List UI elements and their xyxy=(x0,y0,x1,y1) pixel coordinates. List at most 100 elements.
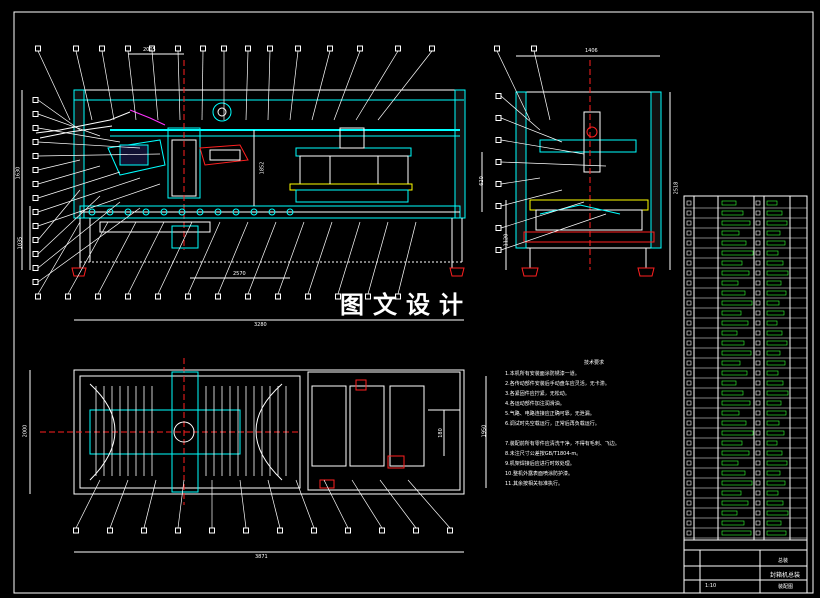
leader-line xyxy=(500,201,585,229)
dim-front-overall: 3280 xyxy=(254,322,267,328)
bom-row-number xyxy=(686,330,692,336)
bom-row-qty xyxy=(755,380,761,386)
bom-row-qty xyxy=(755,440,761,446)
leader-line xyxy=(75,479,101,529)
bom-row-name xyxy=(721,480,753,486)
balloon-marker xyxy=(32,97,39,103)
note-line: 2.各传动部件安装后手动盘车应灵活，无卡滞。 xyxy=(505,381,610,387)
balloon-marker xyxy=(495,247,502,253)
leader-line xyxy=(67,221,109,295)
leader-line xyxy=(177,50,181,121)
balloon-marker xyxy=(215,293,221,300)
balloon-marker xyxy=(395,45,401,52)
leader-line xyxy=(157,221,193,295)
bom-row-material xyxy=(766,340,788,346)
leader-line xyxy=(37,127,121,143)
bom-row-qty xyxy=(755,480,761,486)
leader-line xyxy=(289,50,299,121)
balloon-marker xyxy=(245,45,251,52)
bom-row-material xyxy=(766,410,787,416)
bom-row-name xyxy=(721,500,749,506)
balloon-marker xyxy=(345,527,351,534)
leader-line xyxy=(37,221,81,295)
bom-row-number xyxy=(686,340,692,346)
bom-row-material xyxy=(766,280,782,286)
balloon-marker xyxy=(495,225,502,231)
title-block xyxy=(683,195,808,594)
balloon-marker xyxy=(327,45,333,52)
bom-row-qty xyxy=(755,260,761,266)
balloon-marker xyxy=(277,527,283,534)
note-line: 7.装配前所有零件应清洗干净，不得有毛刺、飞边。 xyxy=(505,441,620,447)
bom-row-name xyxy=(721,240,747,246)
bom-row-material xyxy=(766,430,785,436)
bom-row-number xyxy=(686,420,692,426)
leader-line xyxy=(379,479,417,529)
leader-line xyxy=(109,479,129,529)
balloon-marker xyxy=(32,209,39,215)
leader-line xyxy=(500,177,541,185)
leader-line xyxy=(37,177,141,213)
note-line: 10.整机外露表面喷涂防护漆。 xyxy=(505,471,573,477)
bom-row-name xyxy=(721,440,743,446)
bom-row-qty xyxy=(755,520,761,526)
leader-line xyxy=(37,153,161,157)
leader-line xyxy=(323,479,349,529)
balloon-marker xyxy=(185,293,191,300)
balloon-marker xyxy=(379,527,385,534)
balloon-marker xyxy=(200,45,206,52)
front-view xyxy=(21,53,483,321)
leader-line xyxy=(177,479,185,529)
bom-row-qty xyxy=(755,350,761,356)
bom-row-material xyxy=(766,510,789,516)
balloon-marker xyxy=(305,293,311,300)
bom-row-number xyxy=(686,460,692,466)
bom-row-material xyxy=(766,290,787,296)
bom-row-name xyxy=(721,250,754,256)
bom-row-number xyxy=(686,530,692,536)
balloon-marker xyxy=(95,293,101,300)
bom-row-qty xyxy=(755,530,761,536)
bom-row-material xyxy=(766,520,782,526)
balloon-marker xyxy=(495,159,502,165)
bom-row-material xyxy=(766,500,784,506)
bom-row-name xyxy=(721,350,752,356)
bom-row-qty xyxy=(755,200,761,206)
balloon-marker xyxy=(32,125,39,131)
balloon-marker xyxy=(447,527,453,534)
leader-line xyxy=(37,201,121,269)
bom-row-material xyxy=(766,530,787,536)
bom-row-material xyxy=(766,250,779,256)
leader-line xyxy=(267,50,271,121)
balloon-marker xyxy=(221,45,227,52)
balloon-marker xyxy=(245,293,251,300)
bom-row-material xyxy=(766,450,783,456)
leader-line xyxy=(127,50,137,121)
bom-row-material xyxy=(766,240,786,246)
balloon-marker xyxy=(32,237,39,243)
bom-row-number xyxy=(686,390,692,396)
bom-row-name xyxy=(721,230,740,236)
bom-row-qty xyxy=(755,240,761,246)
bom-row-number xyxy=(686,320,692,326)
bom-row-name xyxy=(721,400,751,406)
bom-row-qty xyxy=(755,450,761,456)
bom-row-number xyxy=(686,520,692,526)
note-line: 11.其余按相关标准执行。 xyxy=(505,481,563,487)
bom-row-name xyxy=(721,360,741,366)
balloon-marker xyxy=(32,111,39,117)
bom-row-qty xyxy=(755,490,761,496)
dim-side-right: 2518 xyxy=(673,181,680,195)
leader-line xyxy=(337,221,361,295)
bom-row-material xyxy=(766,310,785,316)
dim-front-sub: 2570 xyxy=(233,271,246,277)
bom-row-name xyxy=(721,430,754,436)
dim-front-right: 620 xyxy=(478,176,485,186)
leader-line xyxy=(37,141,141,149)
bom-row-number xyxy=(686,250,692,256)
bom-row-qty xyxy=(755,230,761,236)
leader-line xyxy=(217,221,249,295)
leader-line xyxy=(127,221,165,295)
bom-row-number xyxy=(686,360,692,366)
